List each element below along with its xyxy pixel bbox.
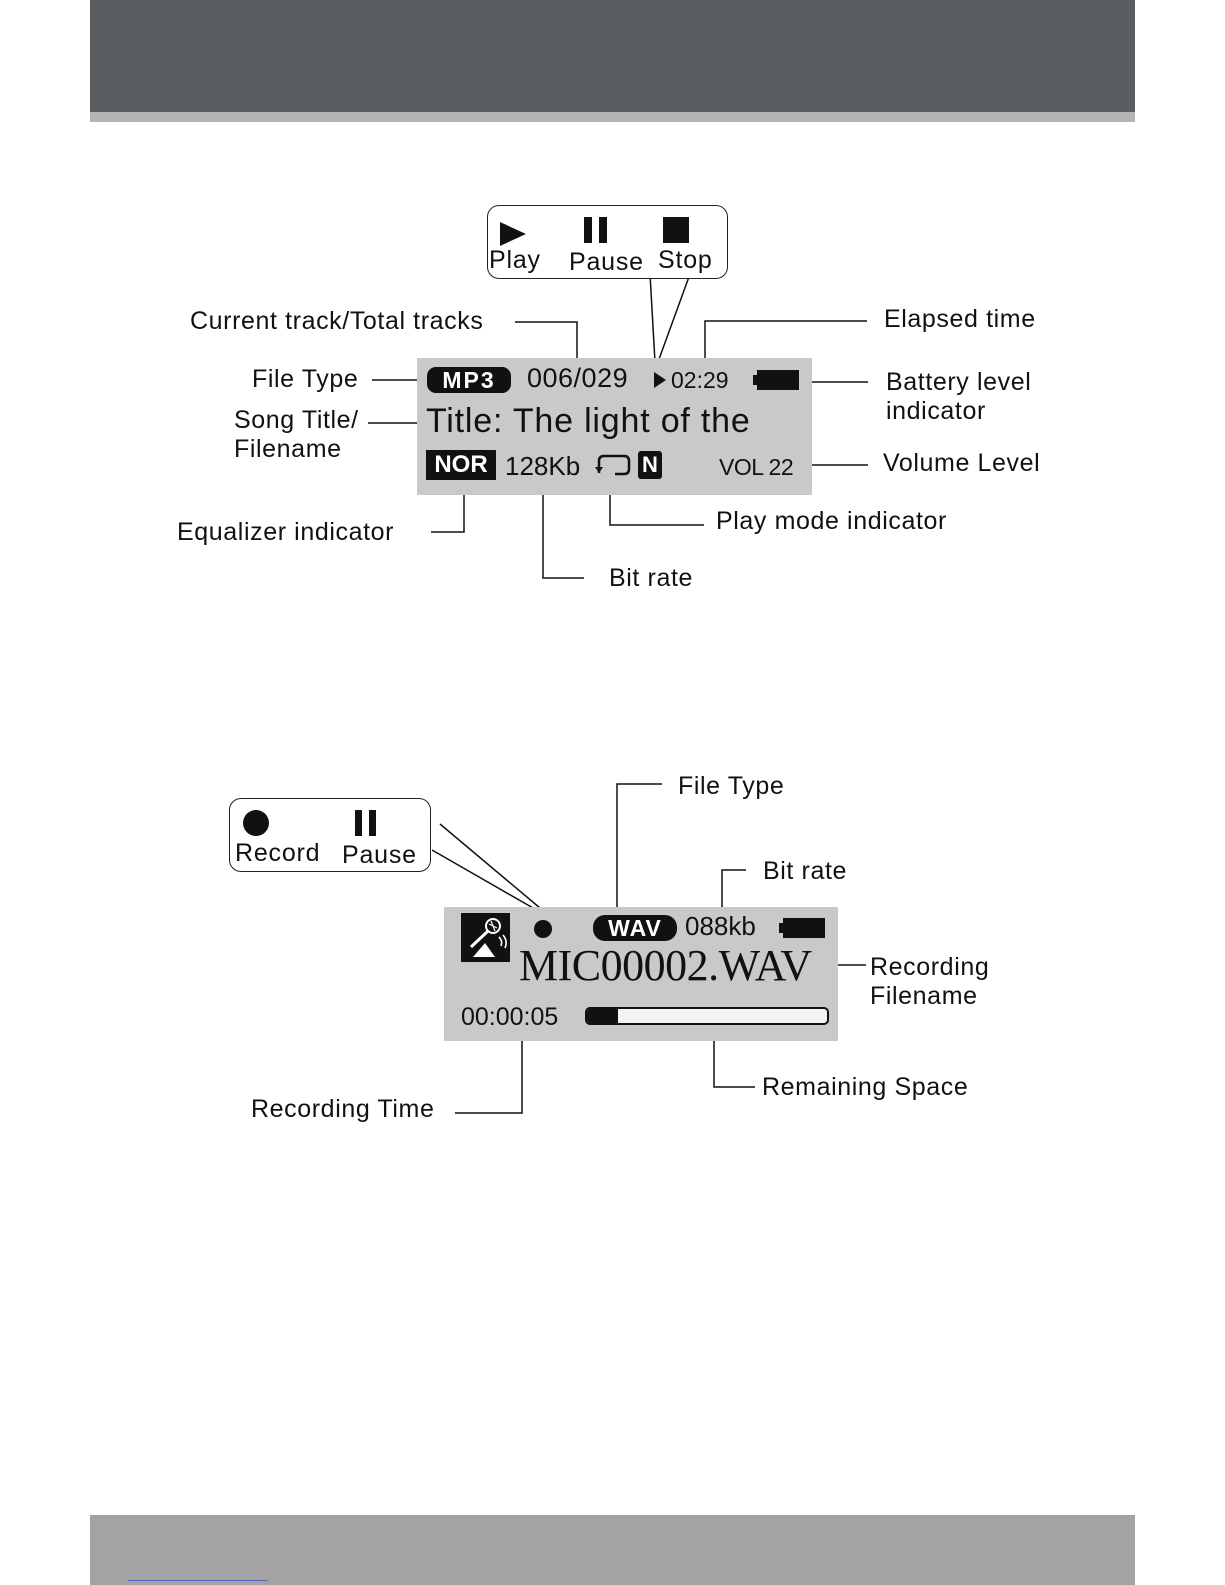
- label-bit-rate: Bit rate: [609, 564, 693, 592]
- pause-label: Pause: [569, 248, 644, 276]
- record-icon: [243, 810, 269, 836]
- label-song-title-line-2: Filename: [234, 435, 342, 463]
- leader-wav-file-type: [616, 783, 662, 908]
- leader-record-pointer-b: [431, 849, 541, 913]
- label-elapsed-time: Elapsed time: [884, 305, 1036, 333]
- leader-elapsed: [704, 320, 867, 362]
- remaining-space-bar: [585, 1007, 829, 1025]
- label-rec-filename-line-2: Filename: [870, 982, 978, 1010]
- leader-stop-pointer: [657, 273, 691, 363]
- stop-icon: [663, 217, 689, 243]
- leader-recording-time: [455, 1040, 523, 1114]
- label-battery-line-1: Battery level: [886, 368, 1032, 396]
- play-icon: [500, 222, 526, 246]
- song-title: Title: The light of the: [426, 402, 751, 440]
- used-space-fill: [587, 1009, 619, 1023]
- label-play-mode: Play mode indicator: [716, 507, 947, 535]
- label-file-type: File Type: [252, 365, 359, 393]
- label-rec-filename-line-1: Recording: [870, 953, 990, 981]
- playback-lcd: MP3 006/029 02:29 Title: The light of th…: [417, 358, 812, 495]
- recording-controls-callout: Record Pause: [229, 798, 431, 872]
- play-state-icon: [654, 372, 666, 388]
- label-current-track: Current track/Total tracks: [190, 307, 484, 335]
- label-equalizer: Equalizer indicator: [177, 518, 395, 546]
- record-label: Record: [235, 839, 321, 867]
- mp3-file-type-badge: MP3: [427, 367, 511, 393]
- rec-pause-label: Pause: [342, 841, 417, 869]
- repeat-mode-icon: [595, 454, 631, 476]
- label-song-title-line-1: Song Title/: [234, 406, 359, 434]
- track-counter: 006/029: [527, 363, 629, 393]
- pause-icon: [355, 810, 376, 836]
- footer-band: [90, 1515, 1135, 1585]
- header-band: [90, 0, 1135, 112]
- leader-play-pointer: [649, 273, 656, 363]
- label-volume-level: Volume Level: [883, 449, 1041, 477]
- leader-rec-bit-rate: [721, 869, 746, 908]
- wav-file-type-badge: WAV: [593, 915, 677, 941]
- label-remaining-space: Remaining Space: [762, 1073, 969, 1101]
- label-wav-file-type: File Type: [678, 772, 785, 800]
- label-recording-time: Recording Time: [251, 1095, 435, 1123]
- bit-rate-value: 128Kb: [505, 451, 581, 481]
- rec-bit-rate-value: 088kb: [685, 911, 756, 941]
- pause-icon: [584, 217, 607, 243]
- play-mode-badge: N: [638, 451, 662, 479]
- recording-state-icon: [534, 920, 552, 938]
- equalizer-badge: NOR: [426, 450, 496, 480]
- label-battery-line-2: indicator: [886, 397, 986, 425]
- recording-time-value: 00:00:05: [461, 1003, 559, 1031]
- recording-filename: MIC00002.WAV: [519, 941, 812, 990]
- header-stripe: [90, 112, 1135, 122]
- stop-label: Stop: [658, 246, 713, 274]
- microphone-source-icon: [461, 913, 510, 962]
- leader-record-pointer-a: [439, 823, 541, 909]
- recording-lcd: WAV 088kb MIC00002.WAV 00:00:05: [444, 907, 838, 1041]
- playback-controls-callout: Play Pause Stop: [487, 205, 728, 279]
- footer-link-underline: [128, 1580, 268, 1581]
- rec-battery-icon: [779, 918, 825, 938]
- elapsed-time: 02:29: [671, 367, 729, 393]
- play-label: Play: [489, 246, 541, 274]
- battery-icon: [753, 370, 799, 390]
- volume-value: VOL 22: [719, 454, 794, 480]
- label-rec-bit-rate: Bit rate: [763, 857, 847, 885]
